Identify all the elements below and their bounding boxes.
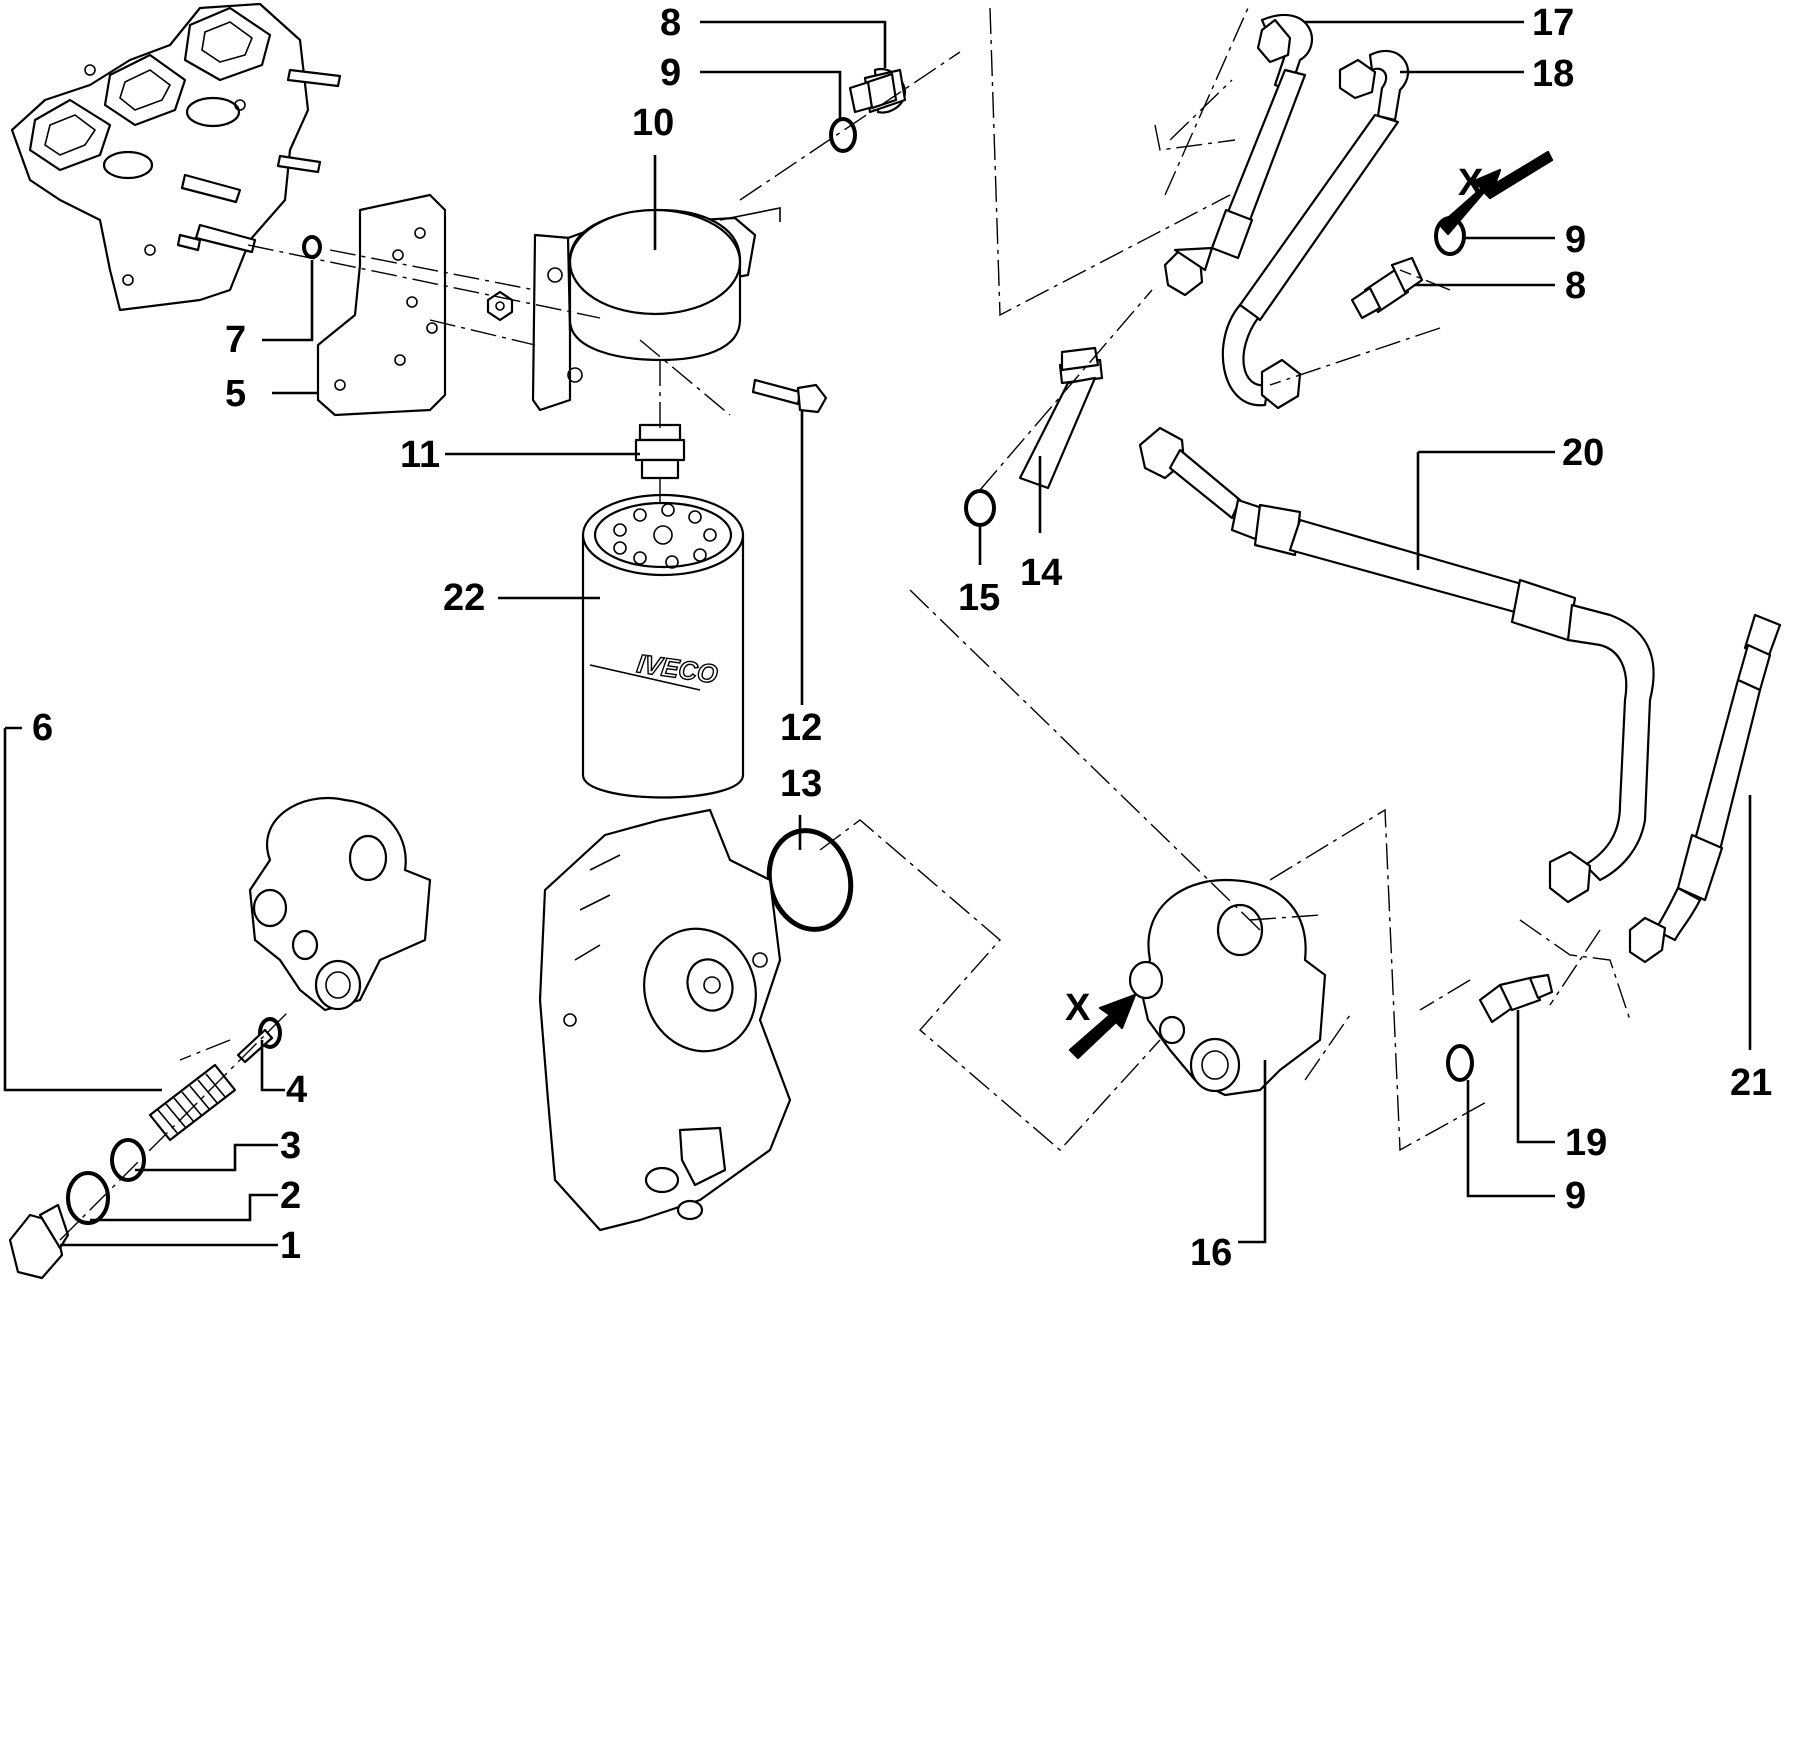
callout-18: 18 <box>1532 53 1574 95</box>
construction-lines <box>59 7 1631 1241</box>
spring-part-6 <box>148 1063 237 1142</box>
callout-4: 4 <box>286 1069 307 1111</box>
callout-9-top: 9 <box>660 52 681 94</box>
callout-10: 10 <box>632 102 674 144</box>
bracket-part-5 <box>316 193 514 417</box>
engine-housing-fragment <box>538 808 792 1232</box>
fitting-part-19 <box>1478 973 1554 1024</box>
filter-housing-part-16 <box>1128 878 1327 1097</box>
callout-1: 1 <box>280 1225 301 1267</box>
callout-8-top: 8 <box>660 2 681 44</box>
callout-9-right: 9 <box>1565 219 1586 261</box>
view-marker-x-bottom: X <box>1065 987 1091 1029</box>
pipe-part-20 <box>1138 426 1655 904</box>
callout-20: 20 <box>1562 432 1604 474</box>
seal-part-3 <box>110 1138 146 1182</box>
filter-cartridge-part-22: IVECO <box>581 493 745 799</box>
bolt-part-12 <box>751 378 828 414</box>
pipe-part-18 <box>1221 49 1410 410</box>
callout-11: 11 <box>400 434 440 476</box>
washer-part-7 <box>302 235 322 259</box>
callout-19: 19 <box>1565 1122 1607 1164</box>
callout-7: 7 <box>225 319 246 361</box>
callout-21: 21 <box>1730 1062 1772 1104</box>
view-marker-x-top: X <box>1458 162 1484 204</box>
pipe-part-17 <box>1163 13 1314 297</box>
callout-12: 12 <box>780 707 822 749</box>
callout-8-right: 8 <box>1565 265 1586 307</box>
washer-part-4 <box>258 1017 282 1049</box>
union-fitting-part-8b <box>1350 256 1424 320</box>
plug-part-1 <box>8 1203 70 1280</box>
washer-part-15 <box>964 489 996 527</box>
callout-5: 5 <box>225 373 246 415</box>
callout-16: 16 <box>1190 1232 1232 1274</box>
nipple-part-11 <box>634 423 686 480</box>
callout-2: 2 <box>280 1175 301 1217</box>
callout-labels: 1 2 3 4 5 6 7 8 8 9 9 9 10 11 12 13 14 1… <box>32 2 1772 1274</box>
union-fitting-part-8 <box>848 67 907 114</box>
washer-part-2 <box>66 1171 110 1225</box>
filter-head-part-10 <box>531 207 781 412</box>
callout-3: 3 <box>280 1125 301 1167</box>
callout-17: 17 <box>1532 2 1574 44</box>
callout-6: 6 <box>32 707 53 749</box>
callout-13: 13 <box>780 763 822 805</box>
callout-9-bottom: 9 <box>1565 1175 1586 1217</box>
callout-14: 14 <box>1020 552 1062 594</box>
engine-block-fragment <box>10 2 342 312</box>
view-arrow-x-bottom <box>1068 993 1137 1060</box>
pipe-part-21 <box>1628 613 1782 964</box>
leader-lines <box>3 20 1752 1247</box>
relief-valve-housing-fragment <box>248 797 432 1012</box>
washer-part-9c <box>1446 1044 1474 1082</box>
washer-part-9 <box>829 117 857 153</box>
callout-15: 15 <box>958 577 1000 619</box>
callout-22: 22 <box>443 577 485 619</box>
connector-tube-part-14 <box>1018 346 1104 490</box>
